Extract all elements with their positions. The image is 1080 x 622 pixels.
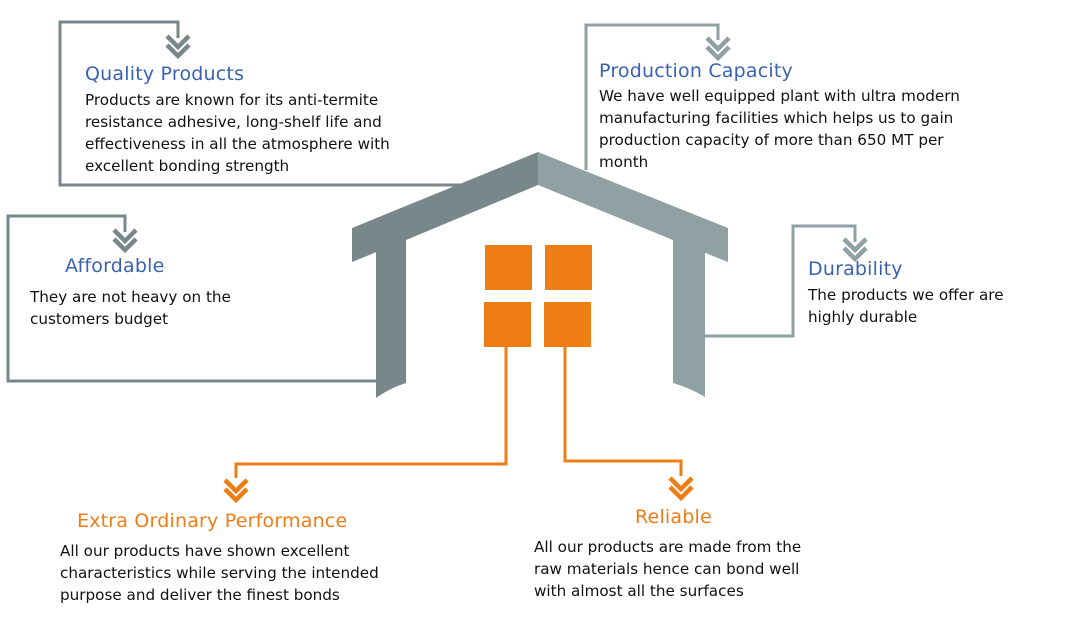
- connector-affordable: [6, 214, 377, 383]
- feature-description-line: Products are known for its anti-termite: [85, 91, 379, 109]
- feature-description-line: raw materials hence can bond well: [534, 560, 800, 578]
- double-chevron-down-icon: [225, 480, 247, 500]
- connector-reliable: [563, 347, 683, 476]
- feature-description-line: The products we offer are: [808, 286, 1004, 304]
- connector-durability: [703, 224, 857, 338]
- feature-durability: Durability The products we offer are hig…: [808, 258, 1004, 328]
- feature-affordable: Affordable: [65, 255, 165, 277]
- feature-title: Affordable: [65, 255, 165, 277]
- feature-extra-ordinary-performance-description: All our products have shown excellent ch…: [60, 540, 379, 606]
- feature-description-line: effectiveness in all the atmosphere with: [85, 135, 390, 153]
- window-pane-top-right: [545, 245, 592, 290]
- feature-quality-products: Quality Products Products are known for …: [85, 63, 390, 177]
- feature-description-line: highly durable: [808, 308, 918, 326]
- feature-description-line: month: [599, 153, 649, 171]
- feature-extra-ordinary-performance: Extra Ordinary Performance: [77, 510, 347, 532]
- feature-reliable: Reliable: [635, 506, 712, 528]
- feature-title: Extra Ordinary Performance: [77, 510, 348, 532]
- feature-description-line: production capacity of more than 650 MT …: [599, 131, 944, 149]
- feature-description-line: We have well equipped plant with ultra m…: [599, 87, 960, 105]
- pillar-right: [673, 234, 705, 397]
- window-pane-top-left: [485, 245, 532, 290]
- feature-title: Quality Products: [85, 63, 245, 85]
- feature-title: Durability: [808, 258, 903, 280]
- feature-description-line: manufacturing facilities which helps us …: [599, 109, 954, 127]
- feature-description-line: with almost all the surfaces: [534, 582, 744, 600]
- window-pane-bottom-right: [544, 302, 591, 347]
- feature-title: Production Capacity: [599, 60, 793, 82]
- feature-description-line: All our products have shown excellent: [60, 542, 350, 560]
- window-icon: [484, 245, 592, 347]
- feature-description-line: They are not heavy on the: [30, 288, 231, 306]
- feature-affordable-description: They are not heavy on the customers budg…: [30, 286, 231, 330]
- feature-description-line: All our products are made from the: [534, 538, 802, 556]
- roof-right: [538, 152, 728, 262]
- connector-extra-ordinary-performance: [234, 347, 508, 478]
- double-chevron-down-icon: [114, 230, 136, 250]
- connector-quality-products: [58, 20, 462, 187]
- feature-production-capacity: Production Capacity We have well equippe…: [599, 60, 960, 173]
- feature-description-line: excellent bonding strength: [85, 157, 290, 175]
- feature-description-line: characteristics while serving the intend…: [60, 564, 379, 582]
- feature-description-line: customers budget: [30, 310, 169, 328]
- roof-left: [352, 152, 538, 262]
- feature-description-line: purpose and deliver the finest bonds: [60, 586, 340, 604]
- window-pane-bottom-left: [484, 302, 531, 347]
- double-chevron-down-icon: [167, 36, 189, 56]
- pillar-left: [376, 234, 406, 398]
- house-icon: [352, 152, 728, 398]
- double-chevron-down-icon: [707, 38, 729, 58]
- connector-production-capacity: [584, 23, 720, 170]
- feature-reliable-description: All our products are made from the raw m…: [534, 536, 801, 602]
- double-chevron-down-icon: [670, 478, 692, 498]
- feature-description-line: resistance adhesive, long-shelf life and: [85, 113, 382, 131]
- feature-title: Reliable: [635, 506, 712, 528]
